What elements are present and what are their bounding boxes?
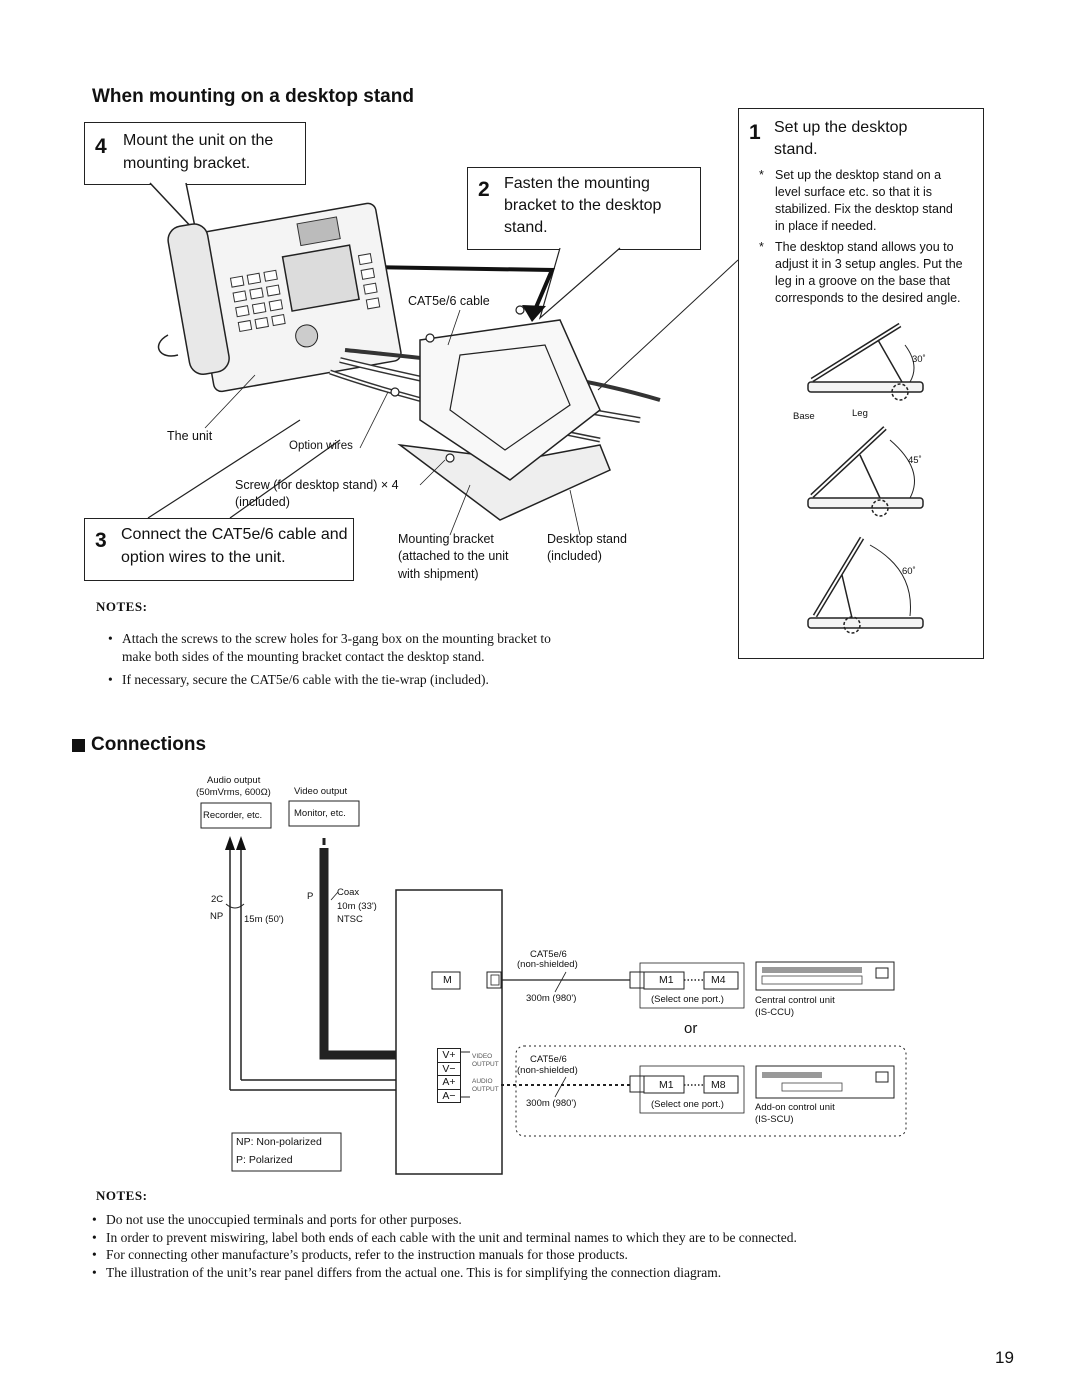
- label-audio-output: Audio output: [207, 775, 261, 786]
- step-2-number: 2: [478, 178, 490, 201]
- note-item: The illustration of the unit’s rear pane…: [92, 1264, 1012, 1282]
- label-scu-model: (IS-SCU): [755, 1114, 794, 1125]
- stand-30-drawing: [807, 322, 924, 401]
- step-4-number: 4: [95, 135, 107, 158]
- unit-drawing: [167, 202, 402, 393]
- note-item: Attach the screws to the screw holes for…: [108, 630, 578, 665]
- stand-60-drawing: [807, 536, 924, 634]
- label-select-port: (Select one port.): [651, 1099, 724, 1110]
- label-unit: The unit: [167, 429, 213, 443]
- label-screw-note: (included): [235, 495, 290, 509]
- mounting-notes: Attach the screws to the screw holes for…: [108, 630, 578, 689]
- label-audio-spec: (50mVrms, 600Ω): [196, 787, 271, 798]
- label-bracket-note: with shipment): [398, 567, 479, 581]
- label-leg: Leg: [852, 408, 868, 419]
- note-item: Do not use the unoccupied terminals and …: [92, 1211, 1012, 1229]
- port-m: M: [443, 974, 452, 986]
- label-300m: 300m (980'): [526, 1098, 577, 1109]
- label-base: Base: [793, 411, 815, 422]
- terminal-v-minus: V−: [437, 1061, 461, 1075]
- terminal-a-plus: A+: [437, 1075, 461, 1089]
- bullet-square: [72, 739, 85, 752]
- terminal-a-minus: A−: [437, 1088, 461, 1103]
- step-4-text: Mount the unit on the mounting bracket.: [123, 132, 274, 172]
- port-m1: M1: [659, 974, 674, 986]
- label-recorder: Recorder, etc.: [203, 810, 263, 821]
- label-2c: 2C: [211, 894, 224, 905]
- terminal-v-plus: V+: [437, 1048, 461, 1062]
- step-4-box: 4 Mount the unit on the mounting bracket…: [84, 122, 306, 185]
- legend-p: P: Polarized: [236, 1154, 293, 1166]
- step-1-note: The desktop stand allows you to adjust i…: [759, 239, 964, 307]
- note-item: If necessary, secure the CAT5e/6 cable w…: [108, 671, 578, 689]
- notes-title: NOTES:: [96, 1188, 148, 1203]
- label-option-wires: Option wires: [289, 440, 353, 452]
- step-1-note: Set up the desktop stand on a level surf…: [759, 167, 964, 235]
- stand-45-drawing: [807, 426, 924, 517]
- angle-60: 60˚: [902, 566, 916, 577]
- step-3-number: 3: [95, 529, 107, 552]
- label-bracket: Mounting bracket: [398, 532, 494, 546]
- terminal-block: V+ V− A+ A−: [437, 1048, 461, 1103]
- label-np: NP: [210, 911, 224, 922]
- step-3-text: Connect the CAT5e/6 cable and option wir…: [121, 526, 348, 566]
- angle-30: 30˚: [912, 354, 926, 365]
- label-cat: CAT5e/6: [530, 949, 567, 960]
- label-scu-name: Add-on control unit: [755, 1102, 835, 1113]
- section-heading-connections: Connections: [91, 734, 207, 755]
- legend-np: NP: Non-polarized: [236, 1136, 322, 1148]
- label-select-port: (Select one port.): [651, 994, 724, 1005]
- label-ccu-model: (IS-CCU): [755, 1007, 795, 1018]
- label-audio-term: AUDIO OUTPUT: [472, 1078, 499, 1093]
- label-stand-note: (included): [547, 549, 602, 563]
- step-1-text: Set up the desktop stand.: [774, 119, 908, 158]
- port-m8: M8: [711, 1079, 726, 1091]
- label-bracket-note: (attached to the unit: [398, 549, 509, 563]
- angle-45: 45˚: [908, 455, 922, 466]
- step-3-callout-line: [147, 419, 301, 519]
- label-screw: Screw (for desktop stand) × 4: [235, 478, 399, 492]
- port-m1: M1: [659, 1079, 674, 1091]
- label-non-shielded: (non-shielded): [517, 959, 578, 970]
- notes-title: NOTES:: [96, 599, 148, 614]
- label-video-output: Video output: [294, 786, 348, 797]
- label-cable: CAT5e/6 cable: [408, 294, 490, 308]
- label-non-shielded: (non-shielded): [517, 1065, 578, 1076]
- label-video-term: VIDEO OUTPUT: [472, 1053, 499, 1068]
- label-p: P: [307, 891, 314, 902]
- step-3-box: 3 Connect the CAT5e/6 cable and option w…: [84, 518, 354, 581]
- label-coax: Coax: [337, 887, 360, 898]
- note-item: For connecting other manufacture’s produ…: [92, 1246, 1012, 1264]
- mount-arrow: [361, 265, 556, 313]
- label-ntsc: NTSC: [337, 914, 363, 925]
- note-item: In order to prevent miswiring, label bot…: [92, 1229, 1012, 1247]
- step-1-number: 1: [749, 121, 761, 144]
- label-stand: Desktop stand: [547, 532, 627, 546]
- label-monitor: Monitor, etc.: [294, 808, 346, 819]
- port-m4: M4: [711, 974, 726, 986]
- label-coax-len: 10m (33'): [337, 901, 377, 912]
- label-cat: CAT5e/6: [530, 1054, 567, 1065]
- step-1-notes: Set up the desktop stand on a level surf…: [759, 167, 964, 311]
- page-number: 19: [995, 1348, 1014, 1367]
- label-ccu-name: Central control unit: [755, 995, 835, 1006]
- connection-notes: Do not use the unoccupied terminals and …: [92, 1211, 1012, 1281]
- section-heading-mounting: When mounting on a desktop stand: [92, 86, 414, 107]
- mounting-bracket-drawing: [419, 319, 601, 481]
- step-2-text: Fasten the mounting bracket to the deskt…: [504, 175, 662, 236]
- step-1-callout-line: [597, 259, 739, 391]
- label-or: or: [684, 1020, 698, 1037]
- label-15m: 15m (50'): [244, 914, 284, 925]
- label-300m: 300m (980'): [526, 993, 577, 1004]
